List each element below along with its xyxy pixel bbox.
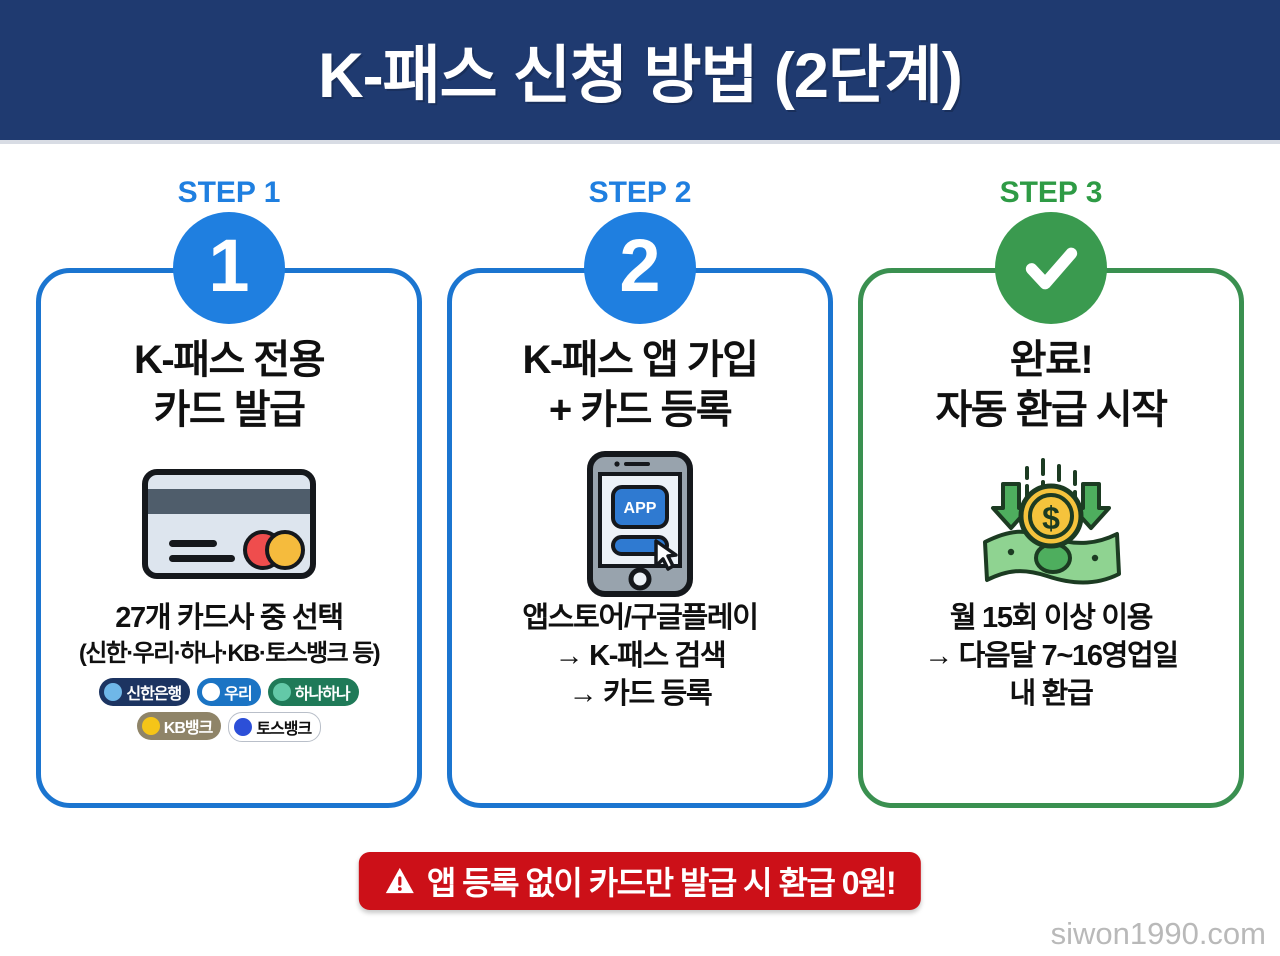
bank-chip-toss: 토스뱅크 (228, 712, 322, 742)
step-card-title-2: K-패스 앱 가입 + 카드 등록 (522, 338, 759, 432)
hana-logo-icon (272, 683, 291, 701)
app-icon-label: APP (624, 500, 657, 517)
step-card-body-1: 27개 카드사 중 선택 (115, 602, 344, 634)
step-card-1: K-패스 전용 카드 발급 27개 카드사 중 선택 (신한·우리·하나·KB·… (36, 268, 422, 808)
smartphone-app-icon-area: APP (584, 449, 696, 599)
smartphone-app-icon: APP (587, 451, 693, 597)
step-number-2: 2 (619, 224, 661, 307)
bank-chip-label: 신한은행 (126, 686, 182, 703)
step-label-2: STEP 2 (588, 176, 692, 209)
bank-logo-row-2: KB뱅크 토스뱅크 (55, 712, 403, 742)
warning-banner: 앱 등록 없이 카드만 발급 시 환급 0원! (358, 852, 922, 910)
step-card-title-3: 완료! 자동 환급 시작 (935, 338, 1168, 432)
bank-chip-label: 하나하나 (294, 686, 351, 703)
step-column-1: STEP 1 1 K-패스 전용 카드 발급 27개 카드사 중 선택 (신한·… (36, 176, 422, 808)
credit-card-icon (142, 469, 316, 579)
shinhan-logo-icon (104, 683, 123, 701)
bank-chip-kb: KB뱅크 (136, 712, 222, 740)
step-card-body-2: 앱스토어/구글플레이 → K-패스 검색 → 카드 등록 (522, 602, 758, 710)
dollar-sign-icon: $ (1042, 500, 1060, 536)
step-badge-wrap-2: 2 (447, 212, 833, 324)
credit-card-icon-area (139, 449, 319, 599)
step-number-badge-1: 1 (173, 212, 285, 324)
step-column-2: STEP 2 2 K-패스 앱 가입 + 카드 등록 APP (447, 176, 833, 808)
step-badge-wrap-3 (858, 212, 1244, 324)
bank-chip-woori: 우리 (197, 678, 261, 706)
step-card-2: K-패스 앱 가입 + 카드 등록 APP 앱스토어/구글플레이 → K-패스 … (447, 268, 833, 808)
step-card-body-3: 월 15회 이상 이용 → 다음달 7~16영업일 내 환급 (924, 602, 1179, 710)
warning-text: 앱 등록 없이 카드만 발급 시 환급 0원! (426, 865, 897, 901)
money-refund-icon: $ (983, 458, 1121, 585)
watermark: siwon1990.com (1050, 916, 1266, 951)
warning-triangle-icon (385, 867, 414, 894)
bank-chip-label: 토스뱅크 (256, 721, 312, 738)
bank-logo-row-1: 신한은행 우리 하나하나 (55, 678, 403, 706)
bank-chip-shinhan: 신한은행 (99, 678, 191, 706)
step-number-1: 1 (208, 224, 250, 307)
check-circle-icon (1025, 247, 1078, 290)
toss-logo-icon (234, 718, 253, 736)
step-check-badge-3 (995, 212, 1107, 324)
bank-chip-label: KB뱅크 (163, 720, 214, 737)
step-card-3: 완료! 자동 환급 시작 (858, 268, 1244, 808)
step-label-1: STEP 1 (177, 176, 281, 209)
kb-logo-icon (141, 717, 160, 735)
step-card-title-1: K-패스 전용 카드 발급 (133, 338, 326, 432)
step-label-3: STEP 3 (999, 176, 1103, 209)
step-card-subtext-1: (신한·우리·하나·KB·토스뱅크 등) (78, 640, 381, 667)
header-divider (0, 140, 1280, 144)
bank-logo-list: 신한은행 우리 하나하나 KB뱅크 (55, 678, 403, 748)
header-bar: K-패스 신청 방법 (2단계) (0, 0, 1280, 140)
bank-chip-label: 우리 (224, 686, 252, 703)
page-title: K-패스 신청 방법 (2단계) (318, 40, 963, 111)
step-column-3: STEP 3 완료! 자동 환급 시작 (858, 176, 1244, 808)
money-refund-icon-area: $ (967, 449, 1135, 599)
step-badge-wrap-1: 1 (36, 212, 422, 324)
step-number-badge-2: 2 (584, 212, 696, 324)
bank-chip-hana: 하나하나 (267, 678, 359, 706)
woori-logo-icon (202, 683, 221, 701)
